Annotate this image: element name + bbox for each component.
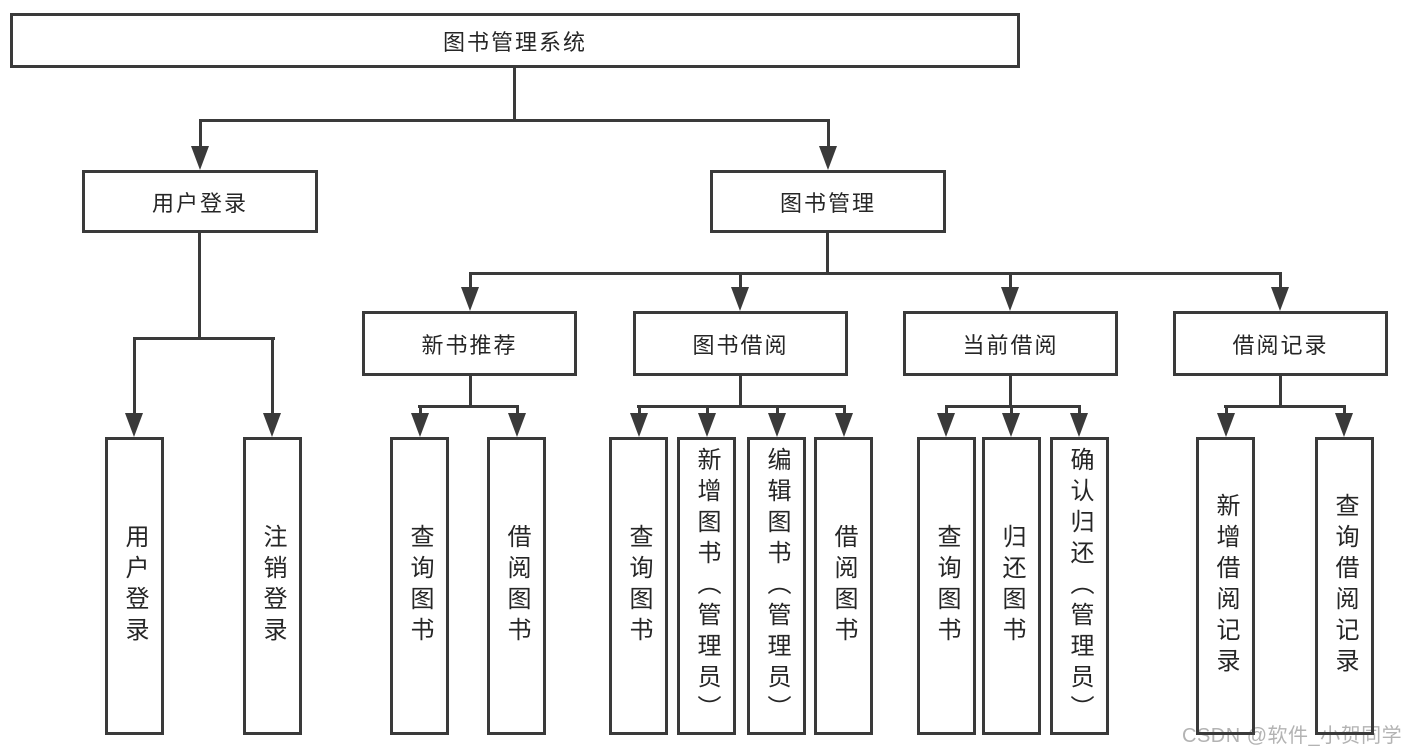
- arrow-to-leaf-borrow-books-2: [835, 405, 853, 437]
- arrow-to-leaf-query-record: [1335, 405, 1353, 437]
- node-library-system: 图书管理系统: [10, 13, 1020, 68]
- connector-book-borrowing-bus: [637, 405, 845, 408]
- connector-level3-bus: [469, 272, 1282, 275]
- connector-new-book-stem: [469, 374, 472, 407]
- arrow-to-leaf-add-books: [698, 405, 716, 437]
- connector-user-login-stem: [198, 231, 201, 338]
- connector-root-stem: [513, 65, 516, 122]
- connector-book-borrowing-stem: [739, 374, 742, 407]
- arrow-to-leaf-borrow-books-1: [508, 405, 526, 437]
- node-user-login: 用户登录: [82, 170, 318, 233]
- arrow-to-leaf-query-books-2: [630, 405, 648, 437]
- node-book-management: 图书管理: [710, 170, 946, 233]
- connector-root-bus: [199, 119, 830, 122]
- arrow-to-leaf-query-books-1: [411, 405, 429, 437]
- leaf-query-books-2: 查询图书: [609, 437, 668, 735]
- connector-book-management-stem: [826, 231, 829, 274]
- arrow-to-leaf-logout: [263, 337, 281, 437]
- leaf-edit-books-admin: 编辑图书（管理员）: [747, 437, 806, 735]
- connector-borrowing-records-stem: [1279, 374, 1282, 407]
- leaf-user-login: 用户登录: [105, 437, 164, 735]
- arrow-to-book-borrowing: [731, 272, 749, 311]
- connector-current-borrowing-stem: [1009, 374, 1012, 407]
- leaf-logout: 注销登录: [243, 437, 302, 735]
- node-current-borrowing: 当前借阅: [903, 311, 1118, 376]
- connector-new-book-bus: [418, 405, 518, 408]
- connector-user-login-bus: [133, 337, 275, 340]
- node-new-book-recommend: 新书推荐: [362, 311, 577, 376]
- leaf-add-borrow-record: 新增借阅记录: [1196, 437, 1255, 735]
- arrow-to-leaf-query-books-3: [937, 405, 955, 437]
- arrow-to-leaf-user-login: [125, 337, 143, 437]
- csdn-watermark: CSDN @软件_小贺同学: [1182, 725, 1403, 747]
- node-book-borrowing: 图书借阅: [633, 311, 848, 376]
- arrow-to-leaf-add-record: [1217, 405, 1235, 437]
- arrow-to-book-management: [819, 119, 837, 170]
- leaf-confirm-return-admin: 确认归还（管理员）: [1050, 437, 1109, 735]
- arrow-to-current-borrowing: [1001, 272, 1019, 311]
- arrow-to-leaf-edit-books: [768, 405, 786, 437]
- connector-current-borrowing-bus: [945, 405, 1080, 408]
- leaf-add-books-admin: 新增图书（管理员）: [677, 437, 736, 735]
- leaf-borrow-books-1: 借阅图书: [487, 437, 546, 735]
- arrow-to-borrowing-records: [1271, 272, 1289, 311]
- leaf-query-books-1: 查询图书: [390, 437, 449, 735]
- arrow-to-user-login: [191, 119, 209, 170]
- leaf-return-books: 归还图书: [982, 437, 1041, 735]
- leaf-query-books-3: 查询图书: [917, 437, 976, 735]
- leaf-borrow-books-2: 借阅图书: [814, 437, 873, 735]
- arrow-to-leaf-confirm-return: [1070, 405, 1088, 437]
- arrow-to-new-book-recommend: [461, 272, 479, 311]
- arrow-to-leaf-return-books: [1002, 405, 1020, 437]
- node-borrowing-records: 借阅记录: [1173, 311, 1388, 376]
- connector-borrowing-records-bus: [1224, 405, 1346, 408]
- leaf-query-borrow-record: 查询借阅记录: [1315, 437, 1374, 735]
